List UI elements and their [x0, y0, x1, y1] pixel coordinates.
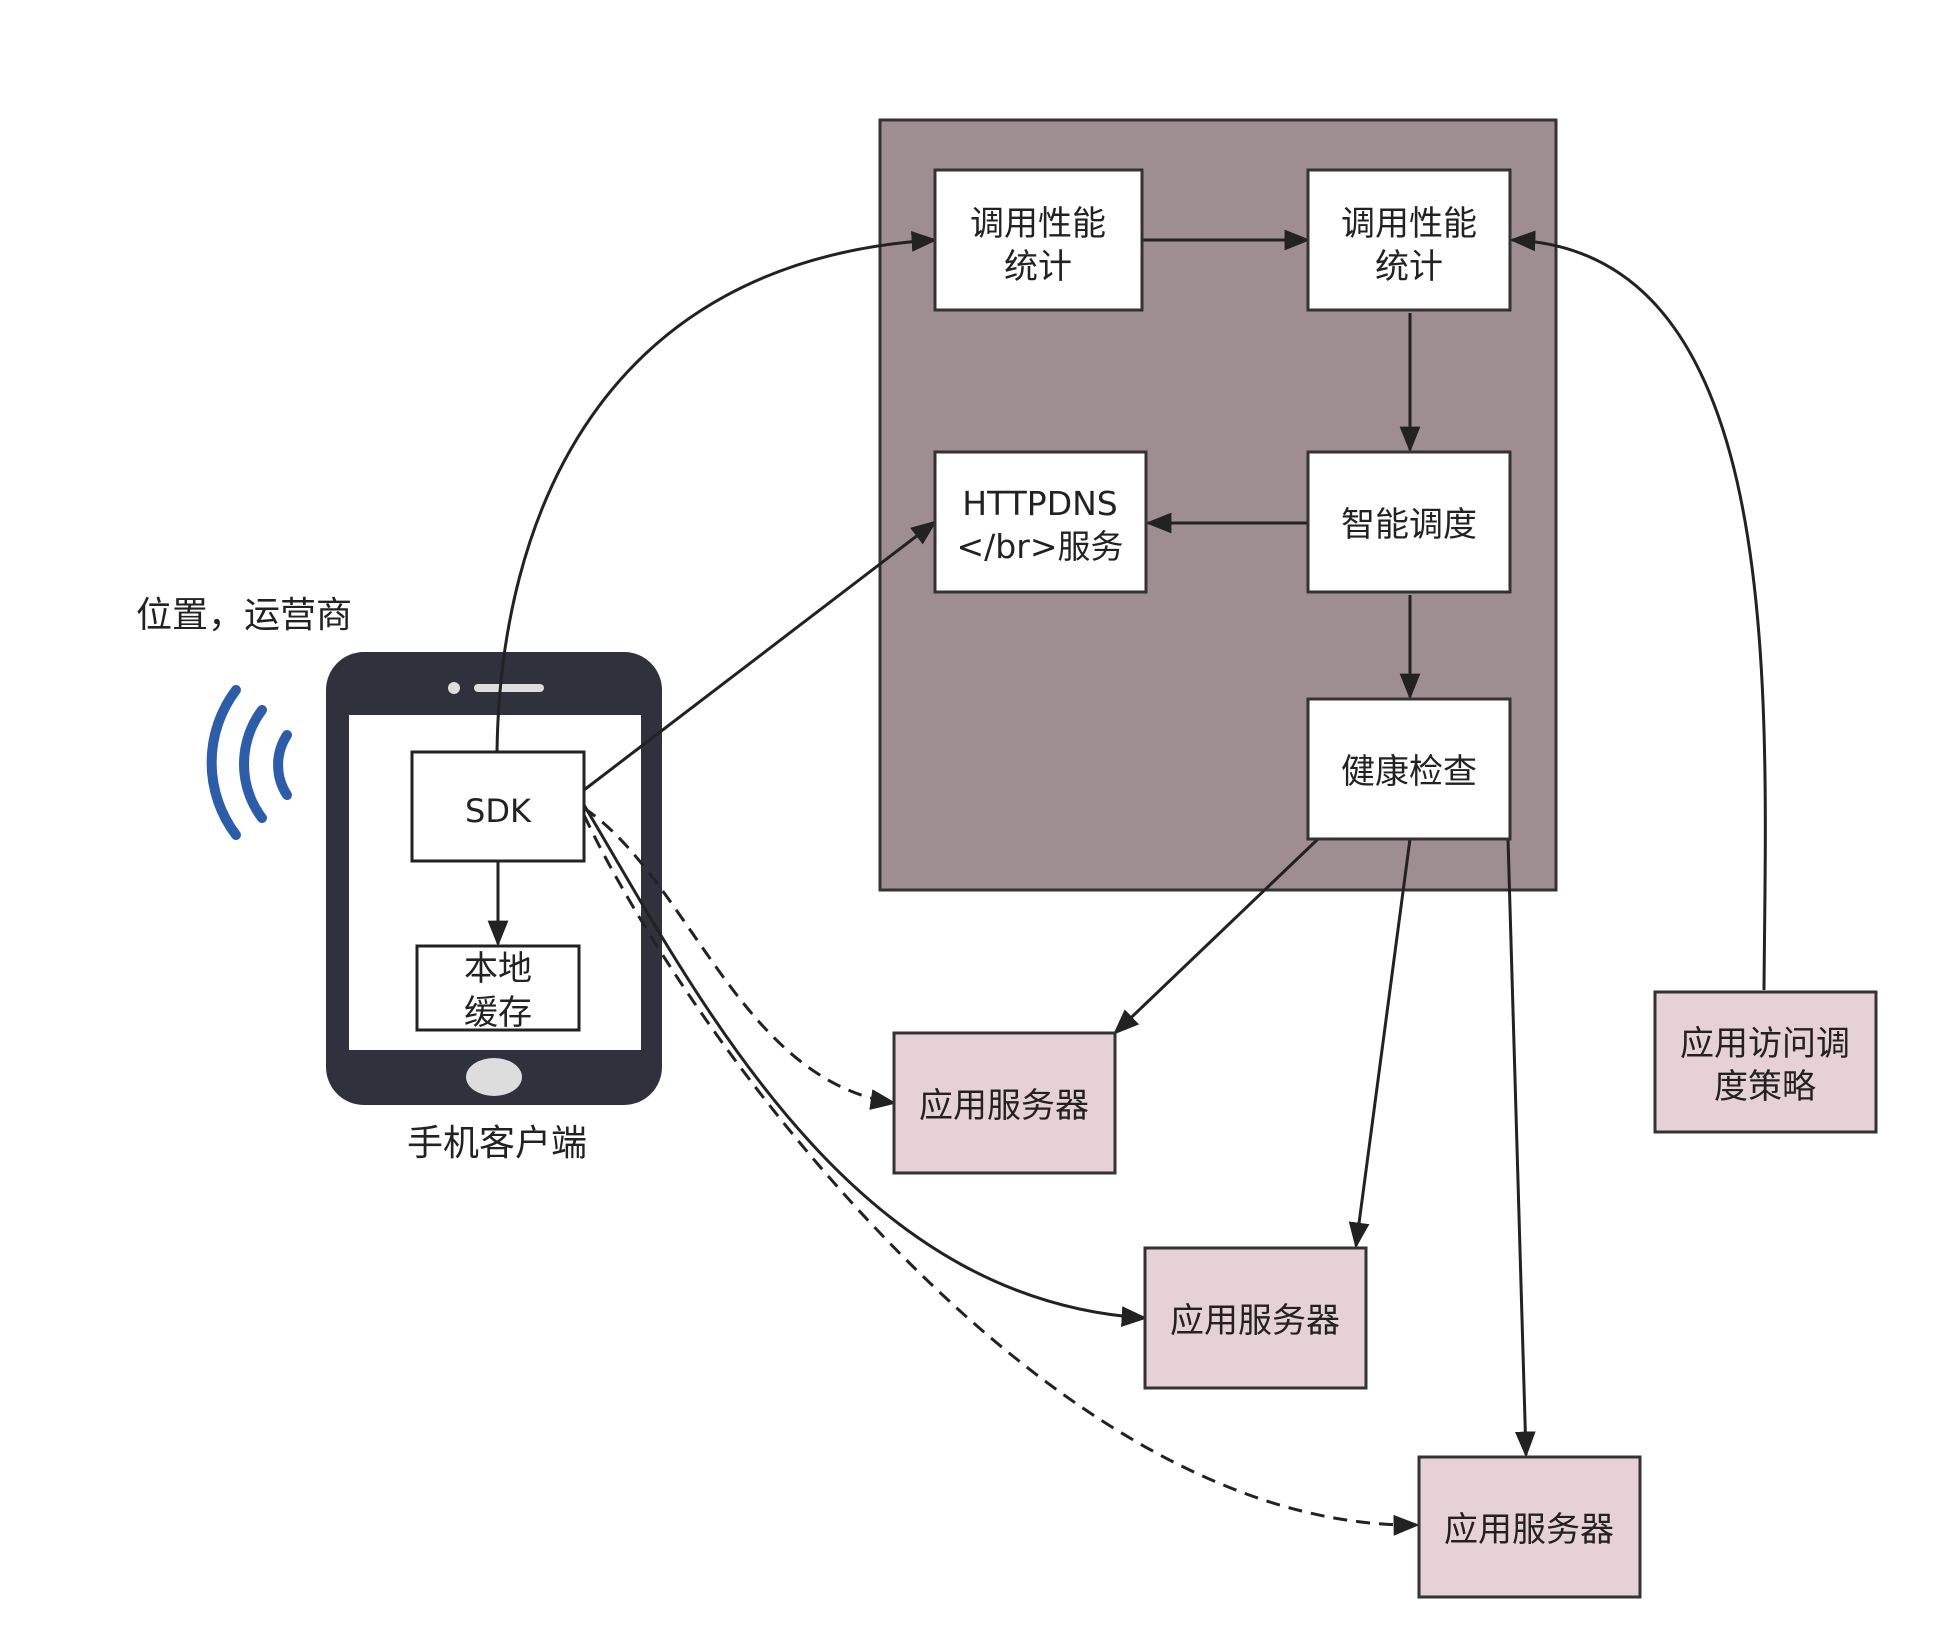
edge-sdk-to-app-server-2 — [582, 804, 1148, 1327]
location-carrier-label: 位置，运营商 — [136, 595, 352, 636]
edge-sdk-to-httpdns — [583, 520, 938, 792]
edge-sdk-dashed-to-app-server-1 — [583, 806, 897, 1110]
box-sdk: SDK — [410, 750, 586, 863]
box-stats-1: 调用性能 统计 — [933, 168, 1144, 312]
box-health-check: 健康检查 — [1306, 697, 1512, 841]
box-httpdns-line-1: HTTPDNS — [962, 484, 1118, 523]
phone-client-label: 手机客户端 — [407, 1123, 587, 1164]
box-stats-2-line-1: 调用性能 — [1341, 204, 1477, 244]
box-local-cache-line-1: 本地 — [464, 949, 532, 989]
box-app-server-1-label: 应用服务器 — [919, 1086, 1089, 1126]
box-health-check-label: 健康检查 — [1341, 752, 1477, 792]
box-access-policy-line-1: 应用访问调 — [1680, 1024, 1850, 1064]
edge-health-to-app-server-3 — [1506, 838, 1536, 1458]
edge-sdk-to-stats-1 — [495, 231, 938, 753]
box-stats-2: 调用性能 统计 — [1306, 168, 1512, 312]
box-scheduler: 智能调度 — [1306, 450, 1512, 594]
box-app-server-3: 应用服务器 — [1417, 1455, 1642, 1599]
box-httpdns: HTTPDNS </br>服务 — [933, 450, 1148, 594]
box-sdk-label: SDK — [465, 792, 532, 830]
box-stats-1-line-1: 调用性能 — [970, 204, 1106, 244]
edge-sdk-dashed-to-app-server-3 — [582, 814, 1420, 1536]
box-local-cache-line-2: 缓存 — [464, 993, 532, 1033]
phone-icon — [326, 652, 662, 1105]
signal-waves-icon — [206, 685, 292, 840]
box-local-cache: 本地 缓存 — [415, 944, 581, 1033]
box-scheduler-label: 智能调度 — [1341, 505, 1477, 545]
box-access-policy: 应用访问调 度策略 — [1653, 990, 1878, 1134]
edge-policy-to-stats-2 — [1509, 230, 1767, 991]
box-access-policy-line-2: 度策略 — [1714, 1067, 1816, 1107]
box-stats-1-line-2: 统计 — [1004, 247, 1072, 287]
edge-health-to-app-server-1 — [1113, 837, 1320, 1035]
box-httpdns-line-2: </br>服务 — [957, 527, 1124, 566]
edge-health-to-app-server-2 — [1348, 838, 1412, 1249]
box-app-server-2: 应用服务器 — [1143, 1246, 1368, 1390]
box-app-server-3-label: 应用服务器 — [1444, 1510, 1614, 1550]
box-app-server-1: 应用服务器 — [892, 1031, 1117, 1175]
box-stats-2-line-2: 统计 — [1375, 247, 1443, 287]
box-app-server-2-label: 应用服务器 — [1170, 1301, 1340, 1341]
